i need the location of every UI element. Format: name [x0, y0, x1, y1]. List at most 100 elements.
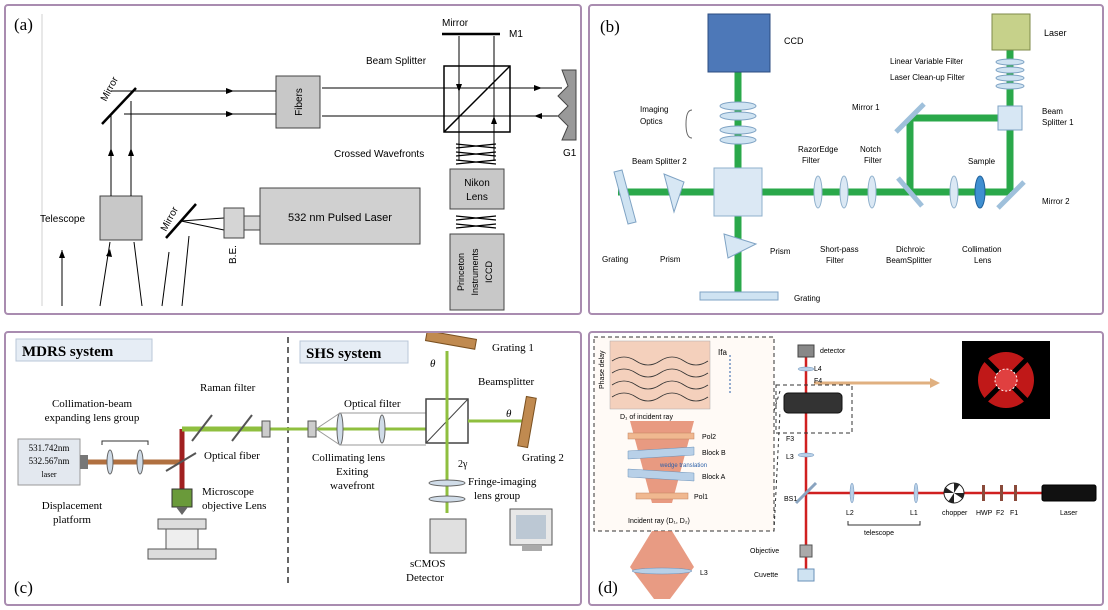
collimation-group-line1: Collimation-beam — [52, 398, 132, 410]
imaging-optics-line1: Imaging — [640, 105, 668, 114]
detector — [797, 344, 815, 358]
f1-label: F1 — [1010, 510, 1018, 517]
chopper-wheel — [943, 482, 965, 504]
iccd-line2: Instruments — [470, 248, 480, 296]
mirror-2 — [996, 180, 1026, 210]
phase-delay-label: Phase delay — [599, 350, 606, 389]
grating-g1 — [557, 69, 577, 141]
optical-fiber-label: Optical fiber — [204, 450, 260, 462]
l1-label: L1 — [910, 510, 918, 517]
dichroic-line2: BeamSplitter — [886, 256, 932, 265]
grating-bottom — [699, 291, 779, 301]
laser-source — [991, 13, 1031, 51]
fibers-label: Fibers — [294, 88, 305, 116]
panel-a-diagram: (a) Mirror M1 Beam Splitter G1 Fibers Mi… — [14, 14, 577, 311]
panel-c-tag: (c) — [14, 578, 33, 597]
block-a-label: Block A — [702, 474, 726, 481]
fibers-box — [275, 75, 321, 129]
crossed-wavefronts-label: Crossed Wavefronts — [334, 149, 424, 160]
sample-label: Sample — [968, 157, 996, 166]
wedge-label: wedge translation — [659, 463, 707, 469]
collimation-line1: Collimation — [962, 245, 1002, 254]
notch-filter — [867, 175, 877, 209]
pulsed-laser-box — [259, 187, 421, 245]
bs1-d-label: BS1 — [784, 496, 797, 503]
sample — [974, 175, 986, 209]
collimating-line3: wavefront — [330, 480, 375, 492]
iccd-line3: ICCD — [484, 261, 494, 283]
collimation-group-line2: expanding lens group — [45, 412, 140, 424]
beam-splitter-bs1 — [794, 481, 818, 505]
bs1-line2: Splitter 1 — [1042, 118, 1074, 127]
telescope-label: Telescope — [40, 214, 85, 225]
block-a — [627, 468, 695, 482]
g1-label: G1 — [563, 148, 577, 159]
theta1-label: θ — [430, 358, 436, 370]
raman-filter-label: Raman filter — [200, 382, 256, 394]
bs1-line1: Beam — [1042, 107, 1063, 116]
m1-label: M1 — [509, 29, 523, 40]
laser-line3: laser — [41, 470, 56, 479]
f4-label: F4 — [814, 378, 822, 385]
bs2-label: Beam Splitter 2 — [632, 157, 687, 166]
dichroic-line1: Dichroic — [896, 245, 925, 254]
nikon-line1: Nikon — [464, 178, 490, 189]
laser-d — [1041, 484, 1097, 502]
cuvette — [797, 568, 815, 582]
laser-line2: 532.567nm — [29, 456, 70, 466]
razoredge-line1: RazorEdge — [798, 145, 839, 154]
lens-l3-lower — [631, 567, 693, 575]
panel-c: (c) MDRS system SHS system 531.742nm 532… — [4, 331, 582, 606]
scmos-line2: Detector — [406, 572, 444, 584]
pol1 — [635, 492, 689, 500]
beam-splitter-label: Beam Splitter — [366, 56, 427, 67]
microscope-objective — [171, 488, 193, 508]
mirror-top-label: Mirror — [99, 75, 121, 104]
imaging-optics-line2: Optics — [640, 117, 663, 126]
optical-filter-label: Optical filter — [344, 398, 401, 410]
shs-header-box — [299, 340, 409, 364]
mdrs-header-box — [15, 338, 153, 362]
beamsplitter-label: Beamsplitter — [478, 376, 535, 388]
filter-f2 — [1000, 485, 1003, 501]
shortpass-filter — [839, 175, 849, 209]
grating-bottom-label: Grating — [794, 294, 820, 303]
imaging-optics-lenses — [719, 101, 757, 145]
displacement-line2: platform — [53, 514, 91, 526]
l2-label: L2 — [846, 510, 854, 517]
incident-ray-label: Incident ray (D₁, D₂) — [628, 518, 690, 525]
be-label: B.E. — [228, 245, 239, 264]
mirror-bottom-label: Mirror — [159, 205, 181, 234]
beam-splitter-2 — [713, 167, 763, 217]
panel-a-tag: (a) — [14, 15, 33, 34]
iccd-line1: Princeton — [456, 253, 466, 291]
objective-label: Objective — [750, 548, 779, 555]
ifa-label: Ifa — [718, 348, 727, 357]
grating-2 — [517, 395, 537, 449]
microscope-line1: Microscope — [202, 486, 254, 498]
notch-line2: Filter — [864, 156, 882, 165]
lvf-label: Linear Variable Filter — [890, 57, 964, 66]
collimation-lens — [949, 175, 959, 209]
dichroic-beamsplitter — [896, 176, 924, 208]
cuvette-label: Cuvette — [754, 572, 778, 579]
mirror1-label: Mirror 1 — [852, 103, 880, 112]
panel-d-tag: (d) — [598, 578, 618, 597]
detector-label: detector — [820, 348, 846, 355]
panel-b-diagram: (b) CCD Laser Linear Variable Filter Las… — [600, 13, 1074, 303]
mirror-1 — [894, 102, 926, 134]
shortpass-line2: Filter — [826, 256, 844, 265]
mirror-top — [101, 87, 137, 125]
prism-left-label: Prism — [660, 255, 681, 264]
panel-d-diagram: (d) Phase delay Ifa D₁ of incident ray P… — [593, 336, 1097, 599]
prism-left — [663, 173, 685, 214]
collimation-line2: Lens — [974, 256, 991, 265]
grating-1 — [424, 333, 478, 350]
grating-left — [613, 169, 637, 225]
razoredge-line2: Filter — [802, 156, 820, 165]
panel-d: (d) Phase delay Ifa D₁ of incident ray P… — [588, 331, 1104, 606]
f3-label: F3 — [786, 436, 794, 443]
grating2-label: Grating 2 — [522, 452, 564, 464]
ccd-camera — [707, 13, 771, 73]
grating1-label: Grating 1 — [492, 342, 534, 354]
